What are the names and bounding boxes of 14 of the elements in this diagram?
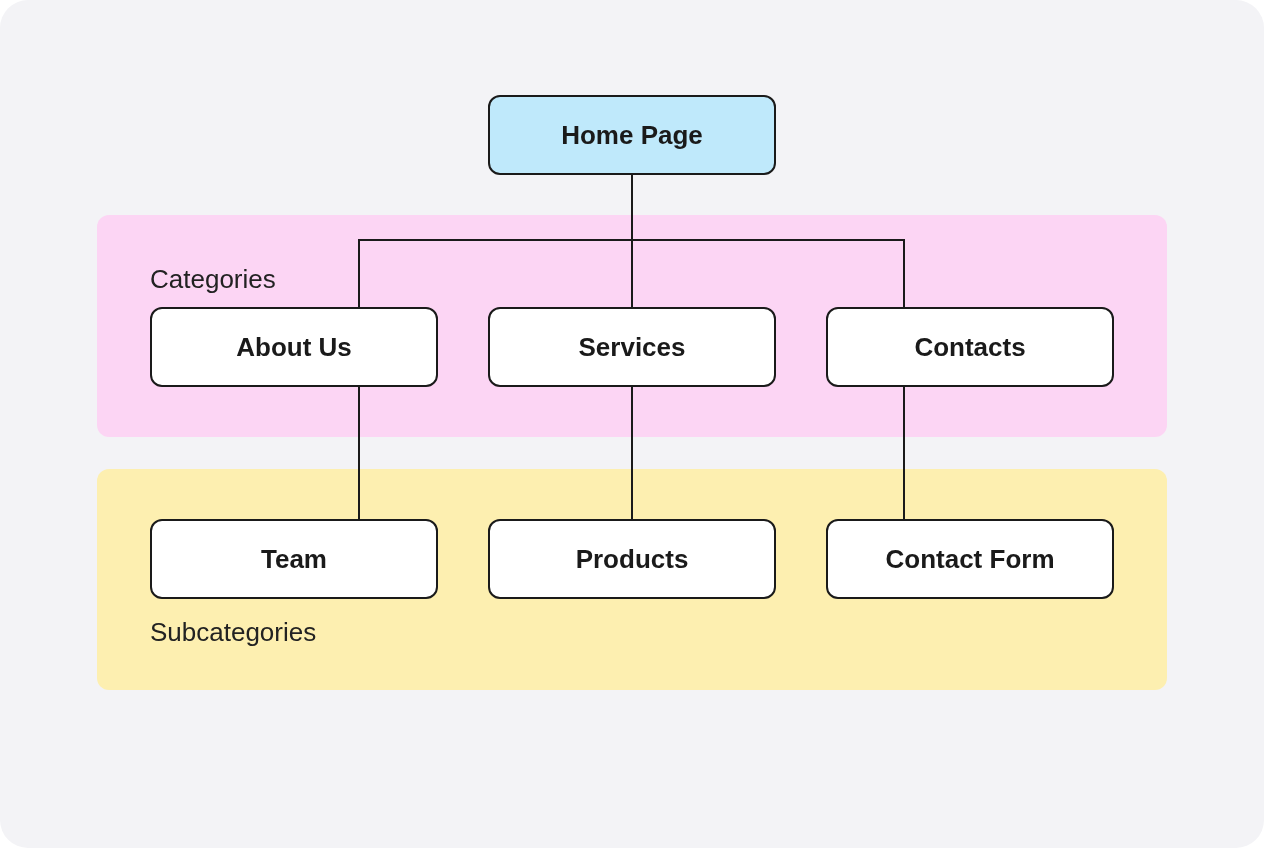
category-band <box>97 469 1167 690</box>
page-box: Contacts <box>826 307 1114 387</box>
page-box: Contact Form <box>826 519 1114 599</box>
connector-line <box>358 386 360 520</box>
connector-line <box>631 386 633 520</box>
connector-line <box>903 386 905 520</box>
page-box: About Us <box>150 307 438 387</box>
category-band <box>97 215 1167 437</box>
page-box: Services <box>488 307 776 387</box>
page-box: Products <box>488 519 776 599</box>
page-box: Team <box>150 519 438 599</box>
band-label: Subcategories <box>150 616 317 649</box>
page-box: Home Page <box>488 95 776 175</box>
band-label: Categories <box>150 263 276 296</box>
